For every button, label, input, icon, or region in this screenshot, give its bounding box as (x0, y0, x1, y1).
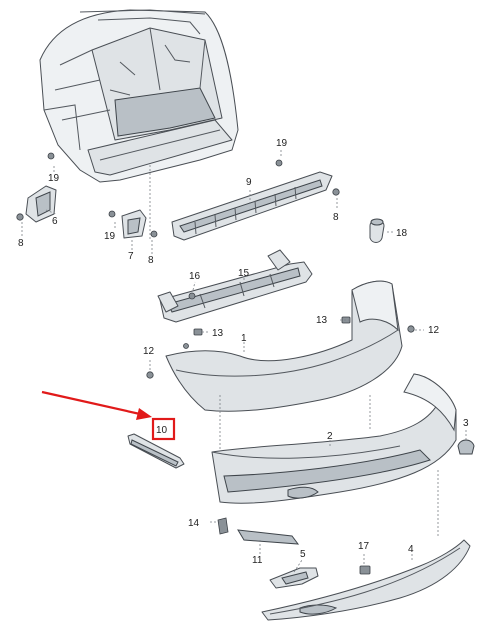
callout-12: 12 (143, 346, 155, 357)
callout-3: 3 (463, 418, 469, 429)
callout-labels: 19 6 8 19 7 8 19 9 8 18 16 15 13 13 12 1… (18, 138, 469, 566)
callout-8: 8 (148, 255, 154, 266)
car-body-outline (39, 9, 239, 183)
part-4-diffuser (261, 539, 471, 621)
callout-4: 4 (408, 544, 414, 555)
callout-1: 1 (241, 333, 247, 344)
callout-6: 6 (52, 216, 58, 227)
part-18-cap (369, 218, 385, 243)
callout-12: 12 (428, 325, 440, 336)
callout-15: 15 (238, 268, 250, 279)
part-15-bumper-carrier (157, 249, 313, 323)
callout-19: 19 (48, 173, 60, 184)
fastener-set-upper (146, 316, 415, 379)
part-14-clip (217, 517, 229, 535)
part-11-trim-strip (237, 529, 300, 545)
callout-8: 8 (333, 212, 339, 223)
callout-8: 8 (18, 238, 24, 249)
callout-19: 19 (276, 138, 288, 149)
part-9-impact-absorber (171, 159, 340, 241)
highlight-box (151, 417, 176, 441)
callout-11: 11 (252, 555, 263, 566)
callout-17: 17 (358, 541, 370, 552)
part-17-clip (359, 565, 371, 575)
callout-7: 7 (128, 251, 134, 262)
callout-10: 10 (156, 425, 168, 436)
part-7-bracket (108, 209, 158, 239)
part-3-clip (457, 439, 475, 455)
part-2-lower-bumper-cover (211, 373, 457, 504)
leader-lines (21, 150, 467, 573)
highlight-arrow (41, 390, 141, 416)
arrow-head-icon (136, 408, 152, 420)
highlight-annotation (41, 390, 176, 441)
callout-14: 14 (188, 518, 200, 529)
callout-16: 16 (189, 271, 201, 282)
callout-5: 5 (300, 549, 306, 560)
callout-18: 18 (396, 228, 408, 239)
callout-13: 13 (212, 328, 224, 339)
callout-9: 9 (246, 177, 252, 188)
callout-13: 13 (316, 315, 328, 326)
callout-2: 2 (327, 431, 333, 442)
part-5-trim (269, 567, 319, 589)
part-1-upper-bumper-cover (165, 280, 403, 412)
part-10-reflector-strip (127, 433, 185, 469)
callout-19: 19 (104, 231, 116, 242)
